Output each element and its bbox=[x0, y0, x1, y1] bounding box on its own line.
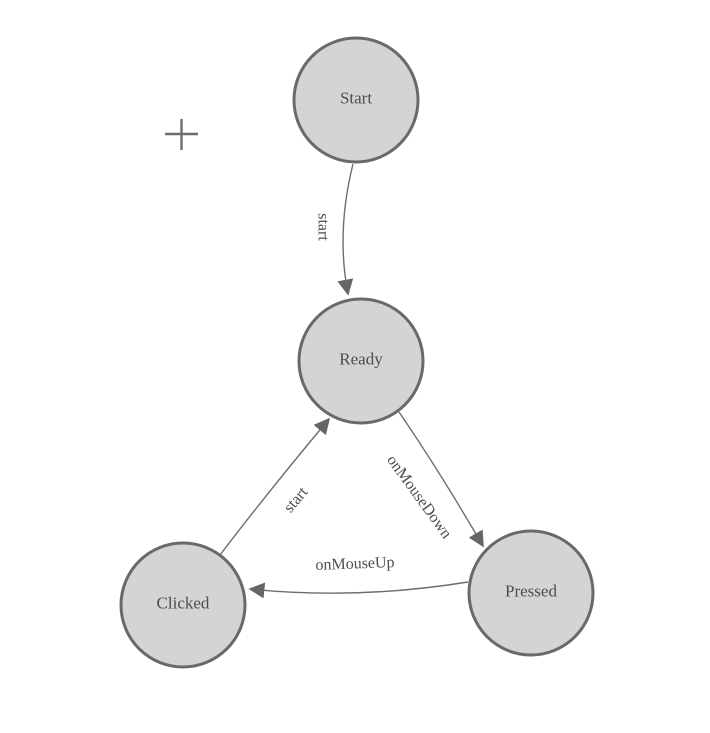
node-clicked[interactable]: Clicked bbox=[119, 541, 247, 669]
node-clicked-circle[interactable] bbox=[119, 541, 247, 669]
node-pressed[interactable]: Pressed bbox=[467, 529, 595, 657]
node-start-circle[interactable] bbox=[292, 36, 420, 164]
edge-label-onmouseup: onMouseUp bbox=[315, 554, 395, 574]
crosshair-icon bbox=[165, 119, 198, 150]
edge-ready-to-pressed: onMouseDown bbox=[383, 411, 484, 548]
edge-label-start-bottom: start bbox=[281, 484, 312, 516]
edge-pressed-to-clicked-path[interactable] bbox=[248, 581, 469, 599]
edge-start-to-ready: start bbox=[315, 163, 354, 296]
edge-pressed-to-clicked: onMouseUp bbox=[248, 554, 469, 599]
edge-start-to-ready-path[interactable] bbox=[337, 163, 354, 296]
edge-clicked-to-ready: start bbox=[219, 417, 331, 556]
edge-label-onmousedown: onMouseDown bbox=[383, 452, 455, 542]
edge-clicked-to-ready-path[interactable] bbox=[219, 417, 331, 556]
edge-label-start-top: start bbox=[315, 213, 332, 241]
node-start[interactable]: Start bbox=[292, 36, 420, 164]
node-clicked-label: Clicked bbox=[157, 594, 210, 613]
edge-ready-to-pressed-path[interactable] bbox=[398, 411, 484, 548]
node-pressed-label: Pressed bbox=[505, 582, 557, 601]
node-ready[interactable]: Ready bbox=[297, 297, 425, 425]
node-pressed-circle[interactable] bbox=[467, 529, 595, 657]
node-ready-circle[interactable] bbox=[297, 297, 425, 425]
node-ready-label: Ready bbox=[339, 350, 383, 369]
node-start-label: Start bbox=[340, 89, 372, 108]
